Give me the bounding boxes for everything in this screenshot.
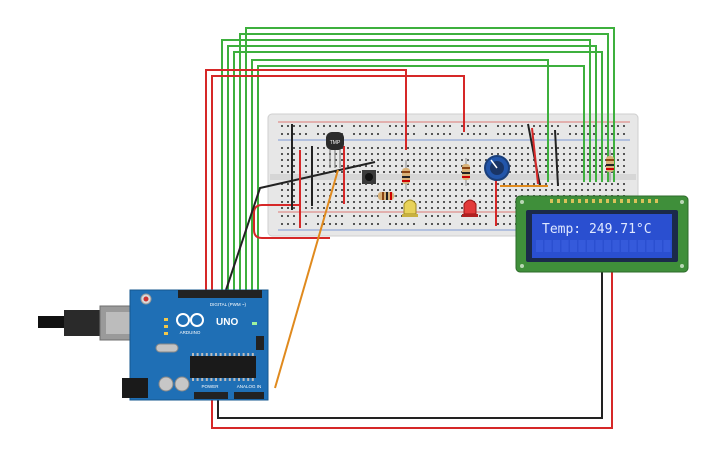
led-red[interactable] — [462, 199, 478, 217]
wire-red-loop — [253, 204, 330, 239]
lcd-module[interactable]: Temp: 249.71°C — [515, 195, 689, 273]
wire-green-5 — [245, 27, 615, 290]
analog-header[interactable] — [234, 392, 264, 399]
power-header[interactable] — [194, 392, 228, 399]
resistor-3[interactable] — [374, 192, 396, 200]
led-yellow[interactable] — [402, 199, 418, 217]
lcd-character-cells — [536, 240, 671, 252]
usb-connector[interactable] — [38, 305, 151, 341]
microcontroller-chip — [190, 356, 256, 378]
analog-label: ANALOG IN — [237, 384, 262, 389]
wire-red-1 — [205, 69, 407, 290]
wire-green-1 — [221, 39, 591, 290]
wire-green-4 — [239, 33, 609, 290]
wire-orange-signal — [274, 169, 339, 389]
wire-black-diag — [225, 161, 376, 291]
resistor-1[interactable] — [402, 160, 410, 190]
power-label: POWER — [201, 384, 219, 389]
resistor-4[interactable] — [606, 150, 614, 182]
sensor-label: TMP — [330, 140, 341, 146]
lcd-pin-header — [550, 199, 658, 203]
resistor-2[interactable] — [462, 158, 470, 186]
wire-green-7 — [257, 65, 585, 290]
arduino-logo-icon — [176, 313, 204, 327]
jumper-black-4 — [554, 129, 559, 187]
digital-header[interactable] — [178, 290, 262, 298]
jumper-red-4 — [531, 127, 539, 185]
wire-green-3 — [233, 51, 603, 290]
power-jack[interactable] — [122, 378, 148, 398]
wire-red-2 — [211, 75, 465, 290]
wire-red-power — [211, 272, 613, 429]
temperature-sensor[interactable]: TMP — [326, 132, 344, 168]
lcd-display-text: Temp: 249.71°C — [542, 222, 652, 237]
wire-green-2 — [227, 45, 597, 290]
digital-label: DIGITAL (PWM ~) — [210, 302, 247, 307]
wires — [205, 27, 615, 429]
push-button[interactable] — [362, 170, 376, 184]
potentiometer[interactable] — [484, 155, 510, 181]
wire-black-gnd — [217, 272, 603, 419]
arduino-logo-text: ARDUINO — [180, 330, 201, 335]
arduino-uno-board[interactable]: DIGITAL (PWM ~) ARDUINO UNO POWER ANALOG… — [38, 289, 269, 401]
wire-green-6 — [251, 59, 549, 290]
uno-label: UNO — [216, 317, 238, 328]
